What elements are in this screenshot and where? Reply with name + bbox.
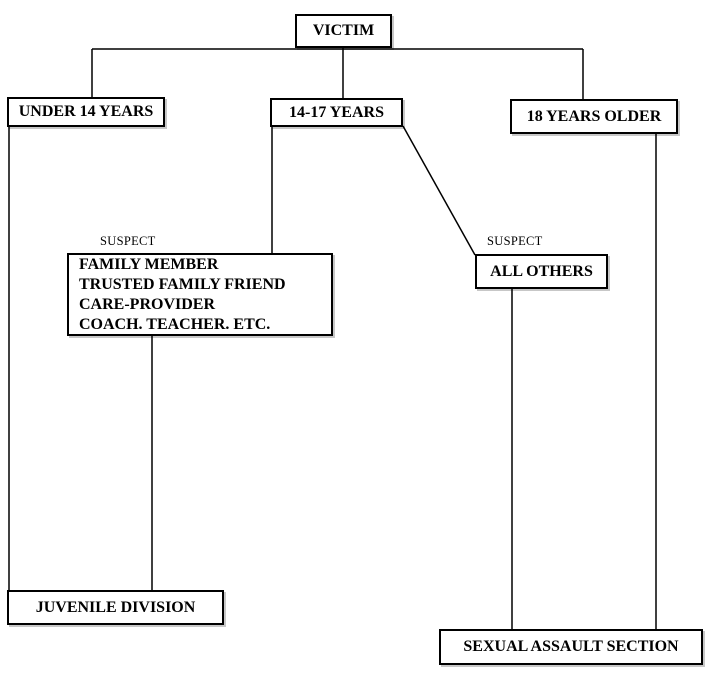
- node-sexual-assault-section-label: SEXUAL ASSAULT SECTION: [463, 638, 679, 656]
- node-under-14-years-label: UNDER 14 YEARS: [18, 103, 154, 121]
- family-suspects-line-2: TRUSTED FAMILY FRIEND: [79, 275, 286, 293]
- suspect-label-left: SUSPECT: [100, 234, 156, 248]
- node-juvenile-division-label: JUVENILE DIVISION: [35, 598, 196, 616]
- suspect-label-right: SUSPECT: [487, 234, 543, 248]
- node-14-17-years-label: 14-17 YEARS: [289, 103, 384, 121]
- node-all-others-label: ALL OTHERS: [490, 262, 593, 280]
- node-victim: VICTIM: [295, 14, 392, 48]
- family-suspects-line-4: COACH. TEACHER. ETC.: [79, 315, 271, 333]
- node-all-others: ALL OTHERS: [475, 254, 608, 289]
- family-suspects-line-1: FAMILY MEMBER: [79, 255, 219, 273]
- node-14-17-years: 14-17 YEARS: [270, 98, 403, 127]
- node-family-suspects: FAMILY MEMBER TRUSTED FAMILY FRIEND CARE…: [67, 253, 333, 336]
- node-18-years-older: 18 YEARS OLDER: [510, 99, 678, 134]
- node-juvenile-division: JUVENILE DIVISION: [7, 590, 224, 625]
- connector-14-17-to-allothers: [402, 125, 476, 256]
- node-sexual-assault-section: SEXUAL ASSAULT SECTION: [439, 629, 703, 665]
- node-victim-label: VICTIM: [312, 22, 375, 40]
- node-under-14-years: UNDER 14 YEARS: [7, 97, 165, 127]
- node-18-years-older-label: 18 YEARS OLDER: [526, 107, 662, 125]
- family-suspects-line-3: CARE-PROVIDER: [79, 295, 215, 313]
